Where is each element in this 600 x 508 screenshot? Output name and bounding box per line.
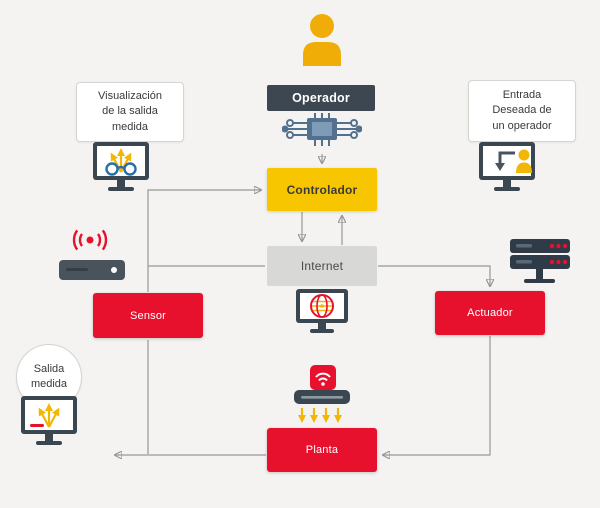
- note-visualizacion-salida: Visualización de la salida medida: [76, 82, 184, 142]
- node-sensor: Sensor: [93, 293, 203, 338]
- edge-internet-actuador: [378, 265, 490, 286]
- node-controlador: Controlador: [267, 168, 377, 211]
- edge-sensor-controlador: [147, 190, 261, 292]
- monitor-glasses-arrows-icon: [90, 140, 152, 196]
- server-icon: [500, 233, 576, 287]
- node-operador: Operador: [267, 85, 375, 111]
- monitor-person-input-icon: [477, 140, 541, 196]
- node-planta: Planta: [267, 428, 377, 472]
- note-entrada-deseada: Entrada Deseada de un operador: [468, 80, 576, 142]
- monitor-globe-icon: [293, 287, 351, 337]
- person-icon: [296, 12, 348, 66]
- wifi-device-arrows-icon: [288, 365, 356, 425]
- chip-circuit-icon: [281, 110, 363, 156]
- node-internet: Internet: [267, 246, 377, 286]
- edge-actuador-planta: [383, 336, 491, 455]
- node-actuador: Actuador: [435, 291, 545, 335]
- router-signal-icon: [56, 226, 128, 284]
- monitor-arrows-icon: [18, 394, 80, 450]
